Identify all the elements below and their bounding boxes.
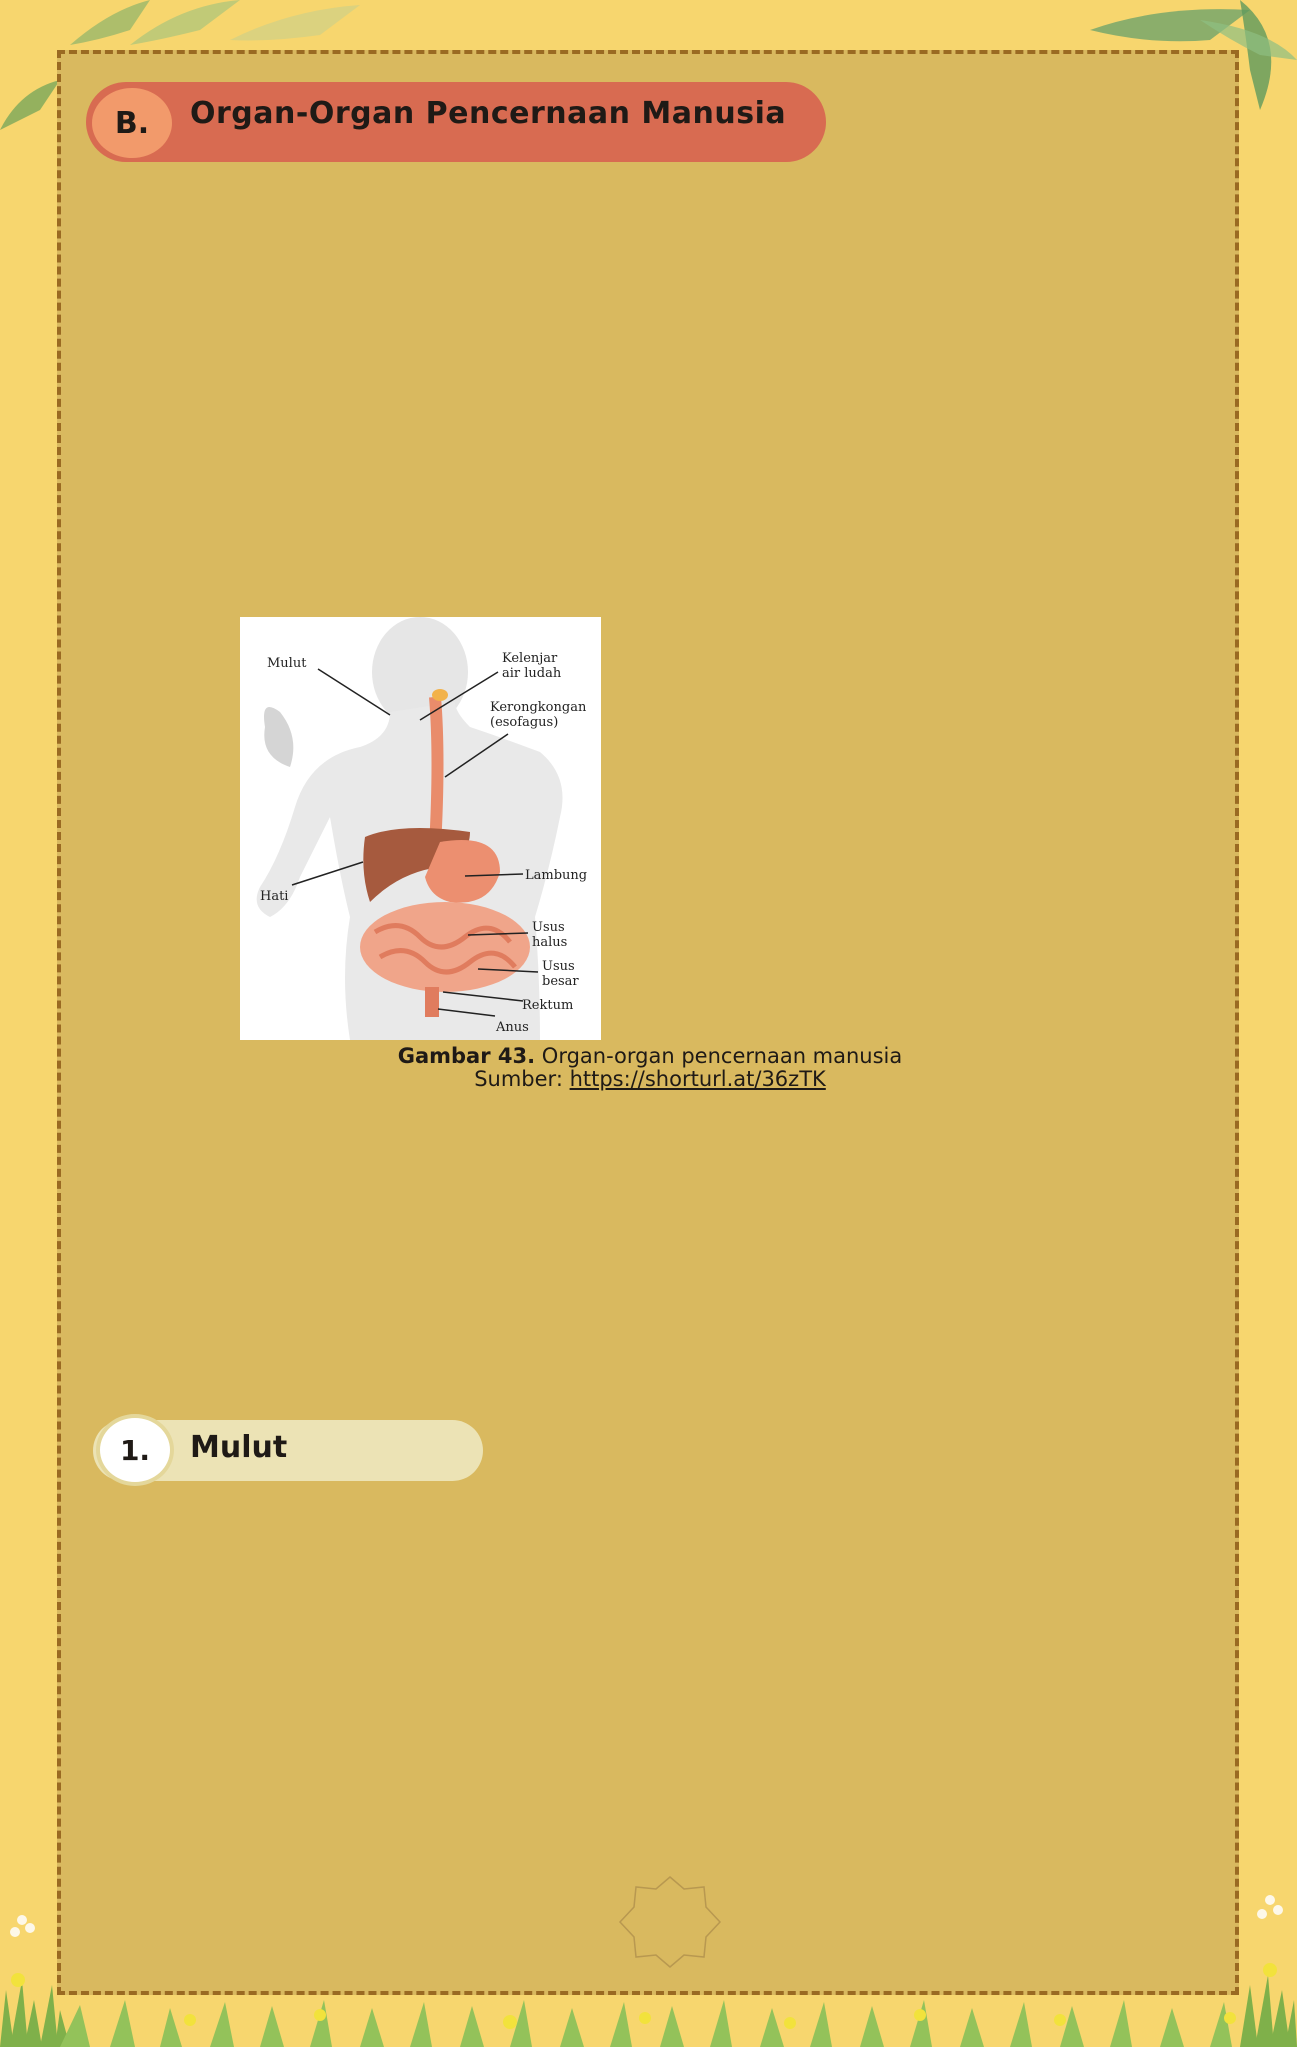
caption-line: Gambar 43. Organ-organ pencernaan manusi…: [250, 1045, 1050, 1068]
caption-figure-number: Gambar 43.: [397, 1044, 536, 1068]
label-anus: Anus: [495, 1020, 529, 1035]
label-usus-besar-1: Usus: [542, 959, 575, 974]
subsection-title: Mulut: [190, 1430, 288, 1465]
label-kelenjar-1: Kelenjar: [502, 651, 558, 666]
label-kerongkongan-2: (esofagus): [490, 715, 558, 730]
page-number-ornament: [618, 1876, 722, 1968]
section-letter: B.: [92, 88, 172, 158]
section-header-pill: [86, 82, 826, 162]
label-lambung: Lambung: [525, 868, 587, 883]
label-kelenjar-2: air ludah: [502, 666, 562, 681]
source-label: Sumber:: [474, 1067, 570, 1091]
label-mulut: Mulut: [267, 656, 307, 671]
source-line: Sumber: https://shorturl.at/36zTK: [250, 1068, 1050, 1091]
label-usus-halus-2: halus: [532, 935, 567, 950]
caption-text: Organ-organ pencernaan manusia: [535, 1044, 903, 1068]
digestive-system-figure: Mulut Kelenjar air ludah Kerongkongan (e…: [240, 617, 601, 1040]
subsection-number: 1.: [96, 1414, 174, 1486]
label-hati: Hati: [260, 889, 288, 904]
label-usus-halus-1: Usus: [532, 920, 565, 935]
figure-caption: Gambar 43. Organ-organ pencernaan manusi…: [250, 1045, 1050, 1091]
label-kerongkongan-1: Kerongkongan: [490, 700, 587, 715]
label-usus-besar-2: besar: [542, 974, 579, 989]
digestive-system-illustration: Mulut Kelenjar air ludah Kerongkongan (e…: [256, 617, 587, 1040]
label-rektum: Rektum: [522, 998, 573, 1013]
content-frame: [57, 50, 1239, 1995]
section-title: Organ-Organ Pencernaan Manusia: [190, 96, 787, 131]
source-link[interactable]: https://shorturl.at/36zTK: [569, 1067, 826, 1091]
